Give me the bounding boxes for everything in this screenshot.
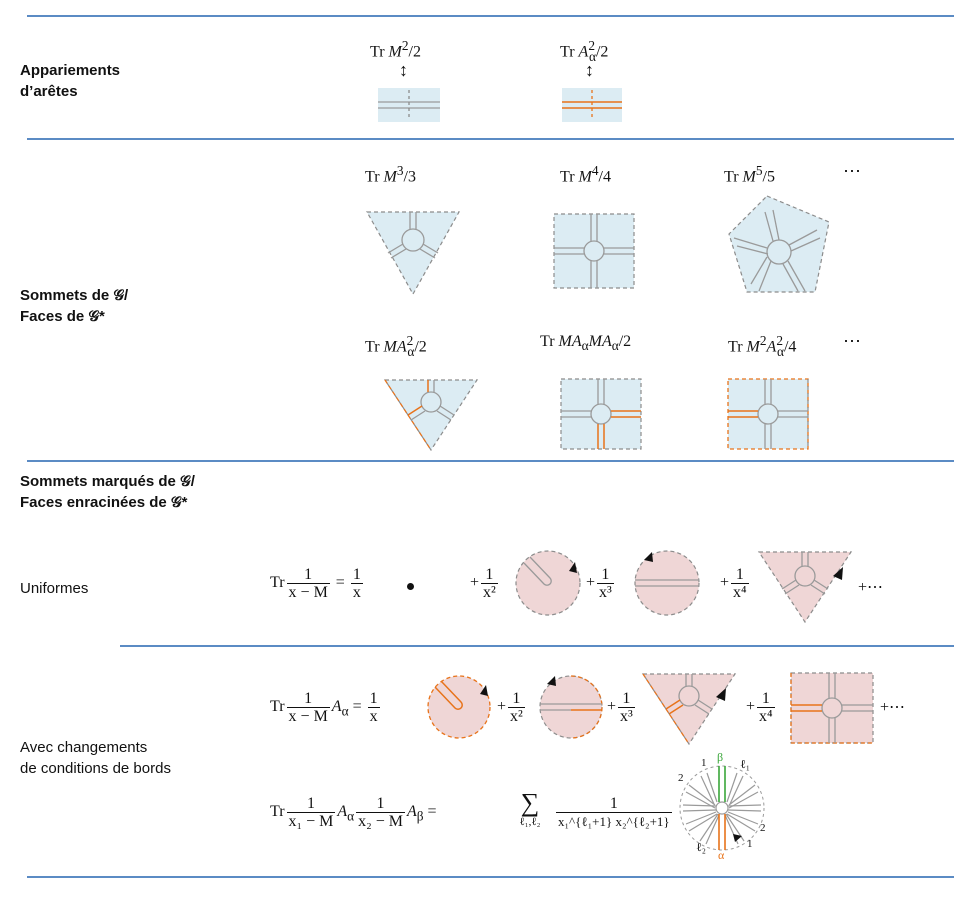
vertex-term-MA2: Tr MA2α/2: [365, 333, 427, 359]
marked-section-label: Sommets marqués de 𝒢/ Faces enracinées d…: [20, 473, 195, 511]
wheel-label-one-top: 1: [701, 757, 707, 769]
boundary-wheel-diagram: [679, 765, 765, 851]
face-pentagon-grey: [728, 195, 830, 293]
ellipsis: ⋯: [843, 331, 861, 351]
face-square-orange: [790, 672, 874, 744]
boundary-change-label: Avec changements de conditions de bords: [20, 739, 171, 777]
wheel-label-beta: β: [717, 750, 724, 764]
face-disk-orange-2: [539, 675, 603, 739]
vertex-term-M3: Tr M3/3: [365, 163, 416, 186]
wheel-label-one-bottom: 1: [747, 838, 753, 850]
dot-icon: [407, 583, 414, 590]
rule-top: [27, 15, 954, 17]
face-triangle-rooted: [757, 551, 853, 624]
vertex-term-M2A2: Tr M2A2α/4: [728, 333, 797, 359]
boundary-tail: +⋯: [880, 699, 906, 716]
face-square-mixed-2: [727, 378, 809, 450]
uniform-tail: +⋯: [858, 579, 884, 596]
wheel-label-two-right: 2: [760, 822, 766, 834]
face-square-mixed-1: [560, 378, 642, 450]
edge-pairing-grey: [378, 88, 440, 122]
rule-bottom: [27, 876, 954, 878]
vertex-term-M4: Tr M4/4: [560, 163, 611, 186]
edge-pairing-orange: [562, 88, 622, 122]
uniform-label: Uniformes: [20, 580, 89, 597]
wheel-label-alpha: α: [718, 848, 725, 862]
wheel-label-two-left: 2: [678, 772, 684, 784]
rule-after-edges: [27, 138, 954, 140]
vertex-term-M5: Tr M5/5: [724, 163, 775, 186]
face-triangle-grey: [365, 211, 461, 296]
face-disk-1-edge: [515, 550, 581, 616]
edges-section-label: Appariements d’arêtes: [20, 62, 121, 100]
vertices-section-label: Sommets de 𝒢/ Faces de 𝒢*: [20, 287, 129, 325]
vertex-term-MAMA: Tr MAαMAα/2: [540, 333, 632, 354]
rule-mid-marked: [120, 645, 954, 647]
edge-term-M2: Tr M2/2: [370, 38, 421, 61]
sum-symbol: ∑ ℓ₁,ℓ₂: [519, 788, 541, 829]
wheel-label-l1: ℓ₁: [740, 757, 750, 771]
face-disk-orange-1: [427, 675, 491, 739]
face-triangle-mixed: [383, 379, 479, 452]
ellipsis: ⋯: [843, 161, 861, 181]
wheel-label-l2: ℓ₂: [696, 840, 706, 854]
updown-arrow-icon: ↕: [585, 60, 594, 80]
edge-term-A2: Tr A2α/2: [560, 38, 609, 64]
face-square-grey: [553, 213, 635, 289]
face-triangle-orange: [641, 673, 737, 746]
updown-arrow-icon: ↕: [399, 60, 408, 80]
face-disk-2-edge: [634, 550, 700, 616]
rule-after-vertices: [27, 460, 954, 462]
